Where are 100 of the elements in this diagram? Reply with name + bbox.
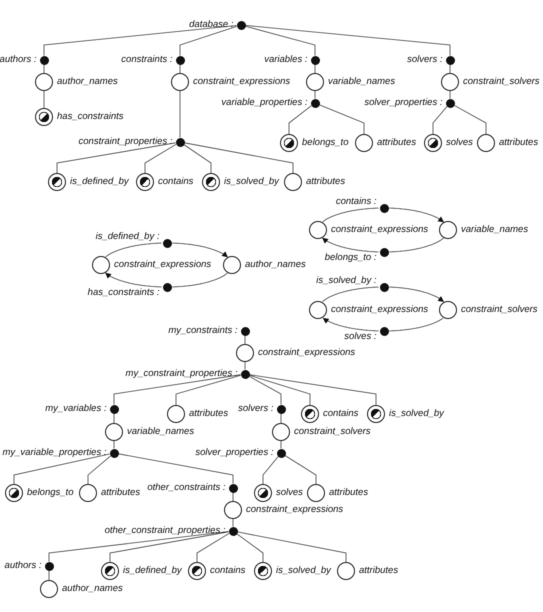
filled-dot bbox=[176, 138, 184, 146]
filled-dot bbox=[228, 526, 238, 536]
node-label: contains : bbox=[336, 196, 376, 208]
node-label: attributes bbox=[359, 565, 398, 577]
node-label: constraint_expressions bbox=[114, 259, 212, 271]
node-label: variables : bbox=[264, 54, 308, 66]
node-label: attributes bbox=[329, 487, 368, 499]
half-filled-circle bbox=[101, 562, 119, 580]
node-label: contains bbox=[323, 408, 358, 420]
node-label: constraint_solvers bbox=[461, 304, 538, 316]
connector-line bbox=[322, 286, 379, 302]
connector-line bbox=[14, 454, 110, 484]
node-label: contains bbox=[158, 176, 194, 188]
open-circle bbox=[40, 580, 58, 598]
open-circle bbox=[272, 423, 290, 441]
half-filled-circle bbox=[280, 134, 298, 152]
open-circle bbox=[105, 423, 123, 441]
connector-line bbox=[454, 104, 486, 134]
half-filled-circle bbox=[301, 405, 319, 423]
filled-dot bbox=[228, 484, 238, 492]
node-label: other_constraint_properties : bbox=[104, 525, 226, 537]
filled-dot bbox=[380, 326, 388, 336]
open-circle bbox=[309, 221, 327, 239]
connector-line bbox=[262, 456, 279, 484]
open-circle bbox=[477, 134, 495, 152]
open-circle bbox=[35, 73, 53, 91]
filled-dot bbox=[310, 56, 320, 64]
filled-dot bbox=[276, 448, 286, 458]
connector-line bbox=[249, 374, 376, 406]
connector-line bbox=[237, 532, 346, 562]
half-filled-circle bbox=[35, 108, 53, 126]
connector-line bbox=[288, 105, 312, 134]
connector-line bbox=[244, 26, 316, 56]
open-circle bbox=[284, 173, 302, 191]
connector-line bbox=[388, 318, 444, 332]
node-label: is_solved_by : bbox=[316, 275, 376, 287]
arrow bbox=[105, 272, 162, 288]
open-circle bbox=[337, 562, 355, 580]
open-circle bbox=[224, 501, 242, 519]
filled-dot bbox=[110, 404, 118, 414]
half-filled-circle bbox=[5, 484, 23, 502]
open-circle bbox=[92, 256, 110, 274]
open-circle bbox=[355, 134, 373, 152]
filled-dot bbox=[236, 20, 246, 30]
connector-line bbox=[388, 238, 444, 252]
node-label: is_defined_by bbox=[123, 565, 182, 577]
node-label: constraint_expressions bbox=[193, 76, 290, 88]
filled-dot bbox=[240, 370, 250, 378]
connector-line bbox=[144, 144, 176, 174]
node-label: author_names bbox=[245, 259, 306, 271]
connector-line bbox=[248, 376, 282, 405]
half-filled-circle bbox=[136, 173, 154, 191]
open-circle bbox=[167, 405, 185, 423]
connector-line bbox=[118, 453, 234, 484]
filled-dot bbox=[40, 56, 48, 64]
node-label: is_defined_by bbox=[70, 176, 129, 188]
node-label: constraint_expressions bbox=[258, 347, 356, 359]
node-label: is_solved_by bbox=[389, 408, 444, 420]
connector-line bbox=[48, 531, 229, 562]
node-label: author_names bbox=[57, 76, 118, 88]
connector-line bbox=[322, 208, 379, 222]
node-label: constraint_solvers bbox=[463, 76, 540, 88]
filled-dot bbox=[446, 56, 454, 64]
filled-dot bbox=[162, 238, 172, 248]
connector-line bbox=[56, 142, 176, 174]
node-label: attributes bbox=[306, 176, 346, 188]
connector-line bbox=[248, 374, 310, 406]
half-filled-circle bbox=[188, 562, 206, 580]
filled-dot bbox=[310, 98, 320, 108]
filled-dot bbox=[446, 98, 454, 108]
node-label: solves bbox=[276, 487, 303, 499]
node-label: constraint_properties : bbox=[78, 136, 172, 148]
open-circle bbox=[223, 256, 241, 274]
connector-line bbox=[48, 570, 50, 580]
open-circle bbox=[441, 73, 459, 91]
connector-line bbox=[245, 25, 450, 56]
connector-line bbox=[184, 142, 294, 174]
connector-line bbox=[244, 362, 246, 370]
node-label: solvers : bbox=[407, 54, 442, 66]
node-label: constraint_solvers bbox=[294, 426, 371, 438]
open-circle bbox=[439, 221, 457, 239]
half-filled-circle bbox=[424, 134, 442, 152]
arrow bbox=[388, 286, 444, 302]
node-label: solver_properties : bbox=[364, 97, 442, 109]
node-label: my_variable_properties : bbox=[2, 447, 106, 459]
node-label: is_solved_by bbox=[276, 565, 331, 577]
half-filled-circle bbox=[254, 562, 272, 580]
node-label: author_names bbox=[62, 583, 123, 595]
connector-line bbox=[114, 374, 241, 405]
open-circle bbox=[309, 301, 327, 319]
filled-dot bbox=[380, 248, 388, 256]
node-label: has_constraints bbox=[57, 111, 124, 123]
half-filled-circle bbox=[254, 484, 272, 502]
node-label: attributes bbox=[377, 137, 416, 149]
node-label: constraint_expressions bbox=[331, 224, 428, 236]
connector-line bbox=[244, 335, 246, 344]
filled-dot bbox=[110, 448, 118, 458]
connector-line bbox=[172, 272, 228, 288]
node-label: database : bbox=[189, 19, 234, 31]
connector-line bbox=[44, 25, 237, 56]
